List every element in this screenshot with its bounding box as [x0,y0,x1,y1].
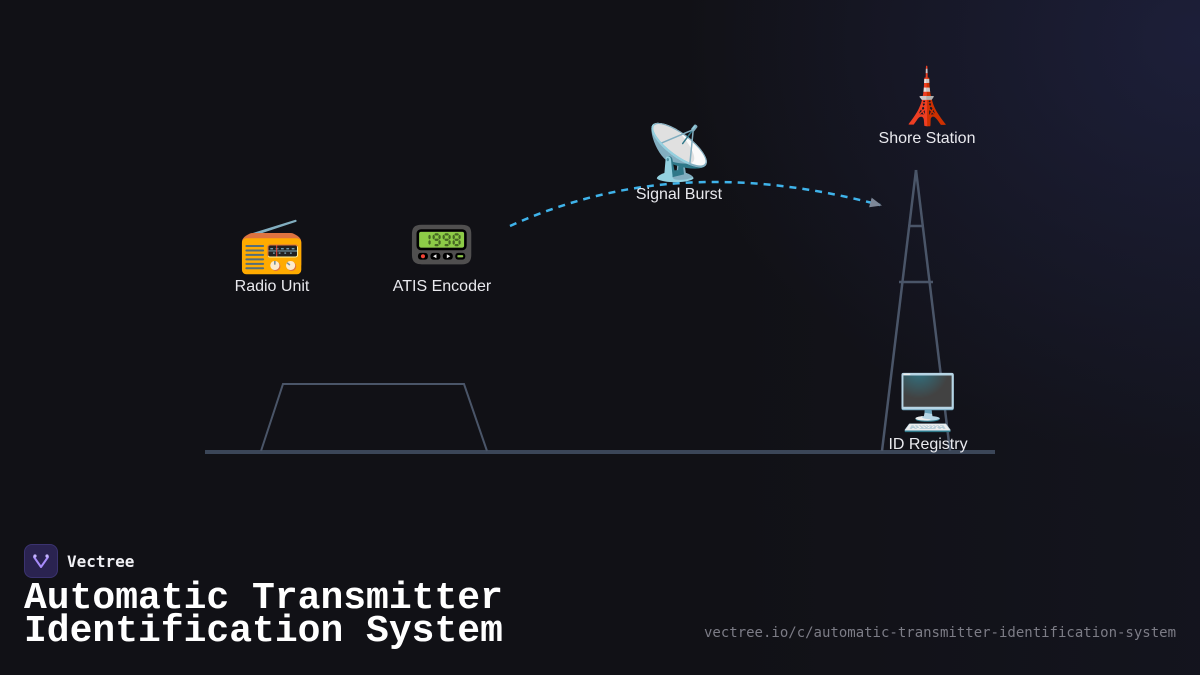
pager-icon: 📟 [408,215,476,275]
node-id-registry: 🖥️ ID Registry [868,376,988,454]
tower-frame [880,169,952,452]
title-line-2: Identification System [24,610,503,653]
platform-shape [260,383,488,452]
node-label: ATIS Encoder [392,278,492,295]
brand-name: Vectree [67,551,135,571]
node-label: Radio Unit [234,278,310,295]
node-radio-unit: 📻 Radio Unit [212,218,332,296]
vectree-logo-icon [24,544,58,578]
source-url: vectree.io/c/automatic-transmitter-ident… [703,625,1176,641]
desktop-computer-icon: 🖥️ [894,373,962,433]
node-label: Signal Burst [635,186,723,203]
radio-icon: 📻 [238,215,306,275]
node-label: Shore Station [878,130,976,147]
node-signal-burst: 📡 Signal Burst [614,126,744,204]
node-label: ID Registry [888,436,968,453]
brand: Vectree [24,544,134,578]
node-shore-station: 🗼 Shore Station [862,70,992,148]
node-atis-encoder: 📟 ATIS Encoder [372,218,512,296]
tower-icon: 🗼 [893,67,961,127]
page-title: Automatic Transmitter Identification Sys… [24,580,503,651]
title-line-1: Automatic Transmitter [24,577,503,620]
satellite-antenna-icon: 📡 [645,123,713,183]
